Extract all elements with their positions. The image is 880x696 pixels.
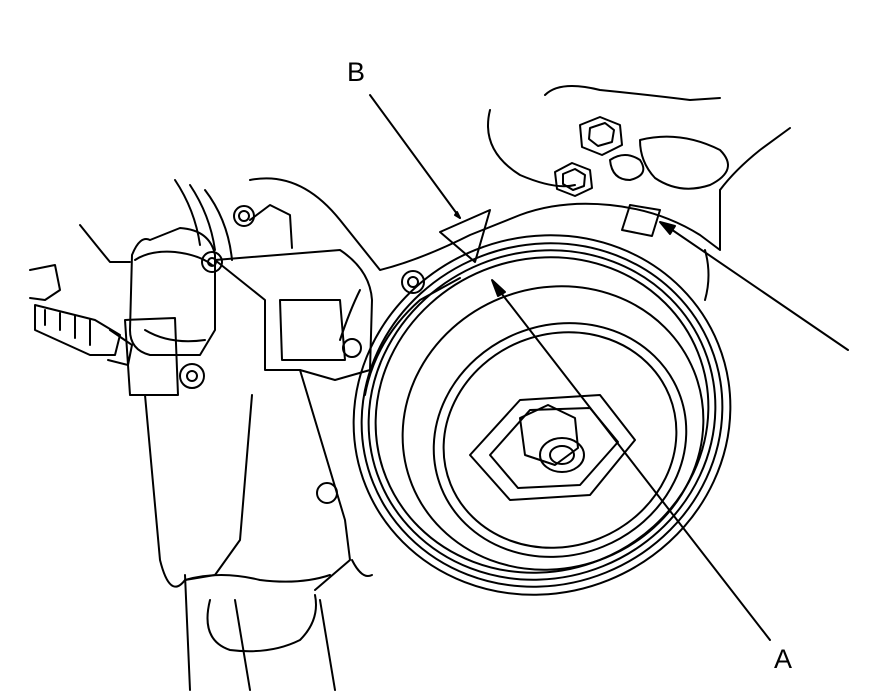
timing-mark-square	[621, 204, 661, 237]
oil-pump-housing	[124, 179, 425, 504]
upper-bolts	[554, 116, 623, 197]
engine-block-outline	[249, 85, 791, 341]
leader-lines	[369, 94, 849, 641]
pulley-center-bolt	[469, 394, 636, 501]
triangle-mark-b	[439, 209, 491, 263]
callout-label-a: A	[774, 644, 793, 674]
crankshaft-pulley	[352, 234, 732, 596]
left-pipe	[29, 224, 133, 366]
callout-label-b: B	[347, 57, 366, 87]
lower-bracket	[144, 369, 373, 691]
